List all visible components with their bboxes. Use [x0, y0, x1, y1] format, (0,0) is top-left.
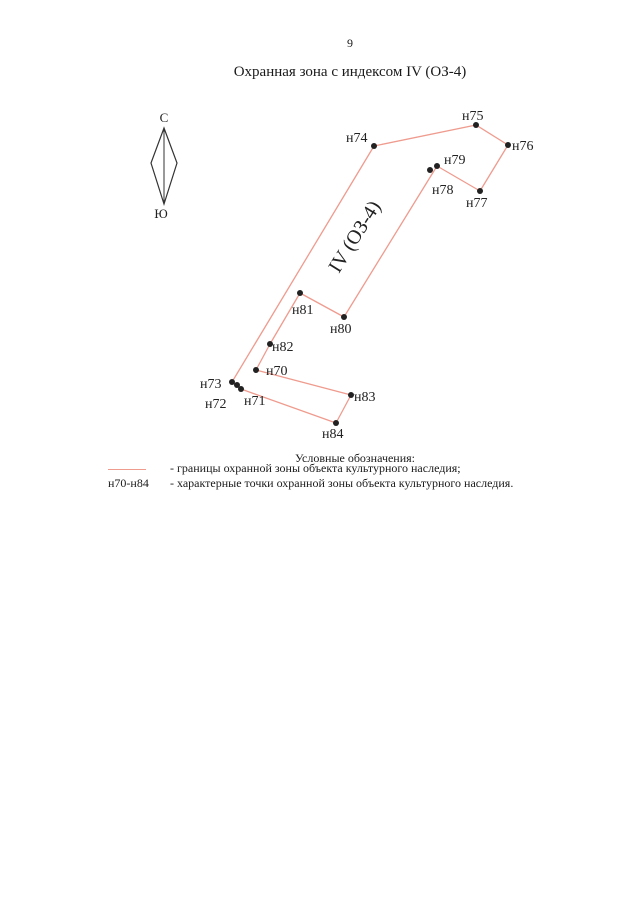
page-number: 9	[347, 36, 353, 50]
label-n73: н73	[200, 377, 222, 392]
page-title: Охранная зона с индексом IV (ОЗ-4)	[233, 64, 467, 80]
label-n84: н84	[322, 427, 344, 442]
point-n74	[371, 143, 377, 149]
point-n82	[267, 341, 273, 347]
label-n77: н77	[466, 196, 488, 211]
point-n71	[238, 386, 244, 392]
point-n75	[473, 122, 479, 128]
point-n81	[297, 290, 303, 296]
zone-boundary	[231, 124, 509, 424]
label-n71: н71	[244, 394, 266, 409]
point-n78	[427, 167, 433, 173]
boundary-line-sample	[108, 468, 146, 470]
point-n72	[234, 382, 240, 388]
point-labels: н74 н75 н76 н79 н78 н77 н81 н80 н82 н70 …	[200, 109, 534, 442]
legend-row-points: н70-н84 - характерные точки охранной зон…	[108, 476, 513, 491]
legend-points-text: - характерные точки охранной зоны объект…	[170, 476, 514, 490]
compass-north-label: С	[160, 110, 169, 125]
label-n81: н81	[292, 303, 314, 318]
label-n72: н72	[205, 397, 227, 412]
point-n80	[341, 314, 347, 320]
point-n83	[348, 392, 354, 398]
label-n74: н74	[346, 131, 368, 146]
label-n75: н75	[462, 109, 484, 124]
point-n84	[333, 420, 339, 426]
point-n73	[229, 379, 235, 385]
point-n76	[505, 142, 511, 148]
label-n70: н70	[266, 364, 288, 379]
compass-icon: С Ю	[150, 110, 178, 221]
legend-title: Условные обозначения:	[294, 451, 416, 465]
point-n70	[253, 367, 259, 373]
label-n76: н76	[512, 139, 534, 154]
boundary-points	[229, 122, 511, 426]
point-n79	[434, 163, 440, 169]
label-n78: н78	[432, 183, 454, 198]
legend-boundary-text: - границы охранной зоны объекта культурн…	[170, 461, 461, 475]
label-n79: н79	[444, 153, 466, 168]
legend-row-boundary: - границы охранной зоны объекта культурн…	[108, 461, 461, 476]
compass-south-label: Ю	[154, 206, 167, 221]
label-n82: н82	[272, 340, 294, 355]
legend-points-sample: н70-н84	[108, 476, 149, 490]
label-n80: н80	[330, 322, 352, 337]
label-n83: н83	[354, 390, 376, 405]
point-n77	[477, 188, 483, 194]
